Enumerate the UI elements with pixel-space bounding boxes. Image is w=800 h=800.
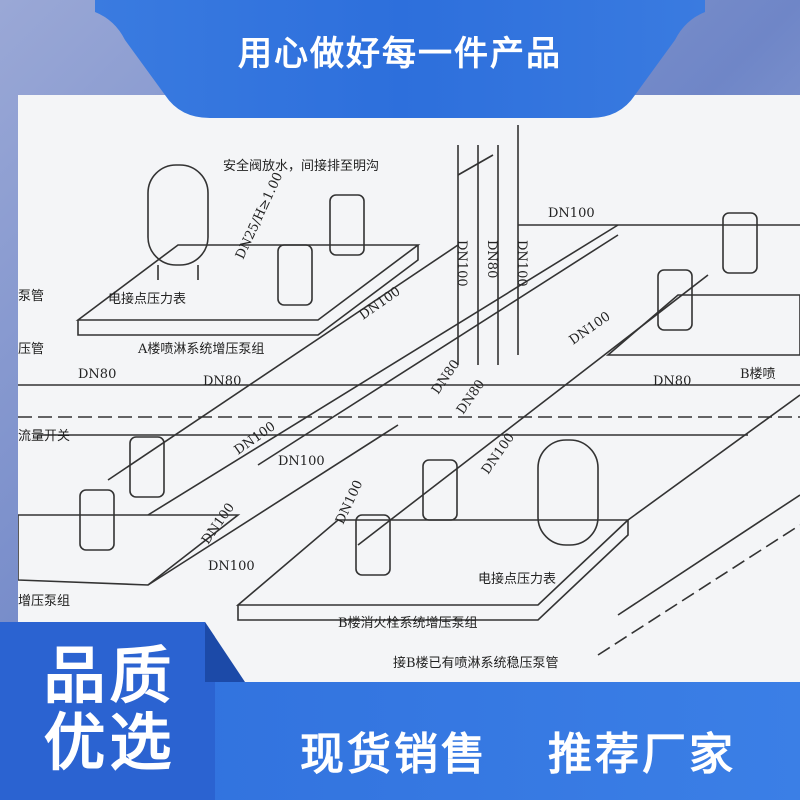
label-dn100-v2: DN100 [514, 240, 529, 287]
label-b-building: B楼喷 [740, 367, 776, 382]
label-pipe: 压管 [18, 342, 44, 357]
banner-title: 用心做好每一件产品 [238, 34, 562, 74]
label-pressure-group: 增压泵组 [18, 594, 70, 609]
label-dn80-4: DN80 [429, 357, 463, 397]
pump-l1 [129, 436, 165, 498]
slogan-right: 推荐厂家 [548, 729, 736, 780]
badge-line-2: 优选 [43, 706, 176, 779]
label-dn100-1: DN100 [357, 284, 404, 323]
tank-a [147, 164, 209, 266]
label-dn80-v: DN80 [484, 240, 499, 278]
label-group-b: B楼消火栓系统增压泵组 [338, 616, 478, 631]
label-gauge-b: 电接点压力表 [478, 571, 556, 587]
pump-l2 [79, 489, 115, 551]
label-group-a: A楼喷淋系统增压泵组 [137, 342, 264, 357]
pump-r1 [722, 212, 758, 274]
pump-r2 [657, 269, 693, 331]
label-dn100-2: DN100 [567, 309, 614, 348]
pump-system-diagram: 安全阀放水，间接排至明沟 DN25/H≥1.00 电接点压力表 A楼喷淋系统增压… [18, 95, 800, 695]
label-dn80-2: DN80 [203, 374, 241, 389]
label-dn100-top: DN100 [548, 206, 595, 221]
platform-a-edge [77, 245, 419, 336]
label-flow-switch: 流量开关 [18, 429, 70, 444]
label-dn100-v1: DN100 [454, 240, 469, 287]
label-pump-pipe: 泵管 [18, 289, 44, 304]
pump-a1 [329, 194, 365, 256]
label-gauge-a: 电接点压力表 [108, 291, 186, 307]
pump-a2 [277, 244, 313, 306]
slogan-left: 现货销售 [300, 729, 488, 780]
label-dn100-4: DN100 [278, 454, 325, 469]
label-dn80-1: DN80 [78, 367, 116, 382]
pump-b2 [355, 514, 391, 576]
diagram-svg: 安全阀放水，间接排至明沟 DN25/H≥1.00 电接点压力表 A楼喷淋系统增压… [18, 125, 800, 671]
badge-line-1: 品质 [43, 639, 176, 712]
tank-b [537, 439, 599, 546]
top-banner: 用心做好每一件产品 [95, 0, 705, 118]
label-connect-b: 接B楼已有喷淋系统稳压泵管 [393, 655, 559, 671]
pump-b1 [422, 459, 458, 521]
label-safety-valve: 安全阀放水，间接排至明沟 [223, 158, 379, 174]
label-dn80-5: DN80 [454, 377, 488, 417]
label-dn80-3: DN80 [653, 374, 691, 389]
label-dn100-5: DN100 [208, 559, 255, 574]
quality-badge [0, 622, 215, 800]
